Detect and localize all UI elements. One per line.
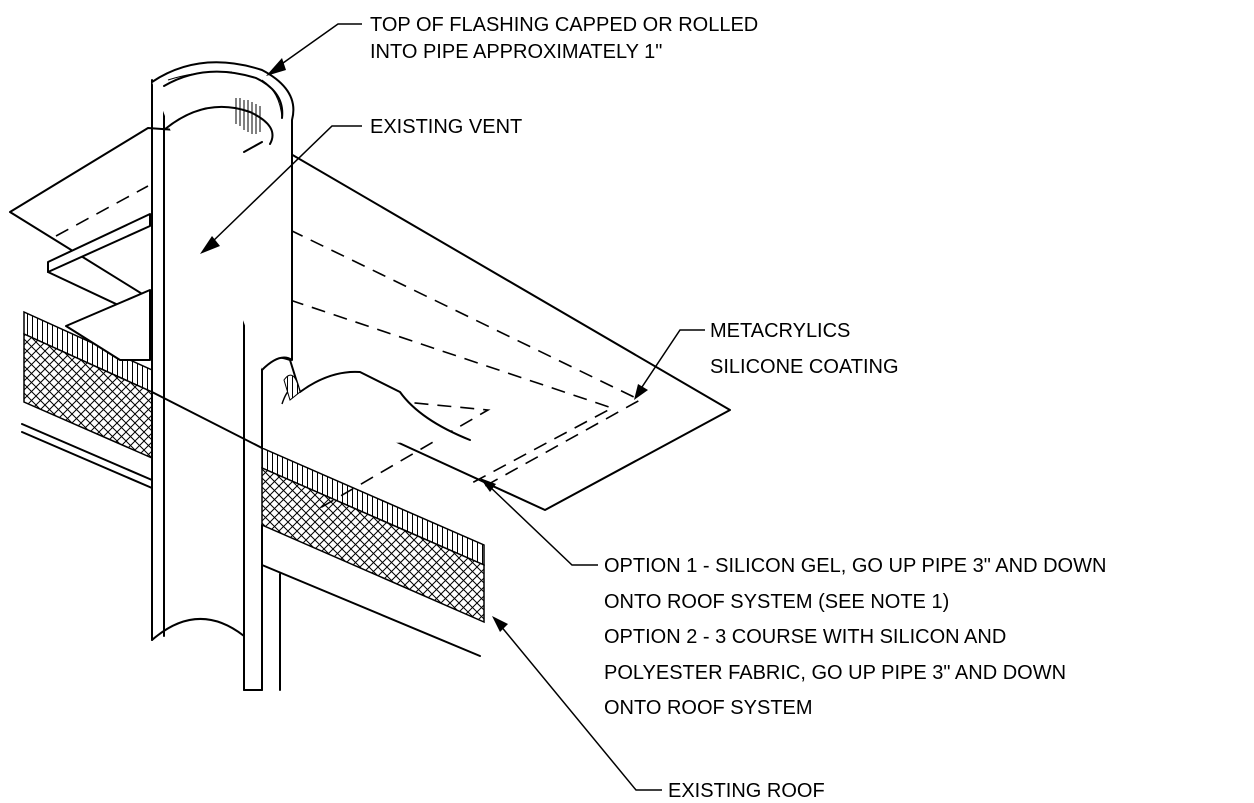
callout-coating-line-1: METACRYLICS bbox=[710, 320, 850, 342]
callout-options: OPTION 1 - SILICON GEL, GO UP PIPE 3" AN… bbox=[604, 555, 1106, 719]
callout-options-line-4: POLYESTER FABRIC, GO UP PIPE 3" AND DOWN bbox=[604, 662, 1066, 684]
callout-flashing-top-line-1: TOP OF FLASHING CAPPED OR ROLLED bbox=[370, 14, 758, 36]
leader-lines bbox=[200, 23, 705, 791]
flashing-plates bbox=[47, 213, 151, 361]
callout-existing-roof-line-1: EXISTING ROOF bbox=[668, 780, 825, 802]
callout-flashing-top-line-2: INTO PIPE APPROXIMATELY 1" bbox=[370, 41, 662, 63]
existing-roof-layers bbox=[23, 310, 485, 624]
callout-existing-vent-line-1: EXISTING VENT bbox=[370, 116, 522, 138]
callout-coating: METACRYLICS SILICONE COATING bbox=[710, 320, 899, 378]
callout-flashing-top: TOP OF FLASHING CAPPED OR ROLLED INTO PI… bbox=[370, 14, 758, 63]
callout-options-line-5: ONTO ROOF SYSTEM bbox=[604, 697, 813, 719]
callout-existing-vent: EXISTING VENT bbox=[370, 116, 522, 138]
callout-options-line-3: OPTION 2 - 3 COURSE WITH SILICON AND bbox=[604, 626, 1006, 648]
vent-pipe bbox=[151, 61, 295, 691]
callout-options-line-2: ONTO ROOF SYSTEM (SEE NOTE 1) bbox=[604, 591, 949, 613]
callout-existing-roof: EXISTING ROOF bbox=[668, 780, 825, 802]
callout-options-line-1: OPTION 1 - SILICON GEL, GO UP PIPE 3" AN… bbox=[604, 555, 1106, 577]
callout-coating-line-2: SILICONE COATING bbox=[710, 356, 899, 378]
